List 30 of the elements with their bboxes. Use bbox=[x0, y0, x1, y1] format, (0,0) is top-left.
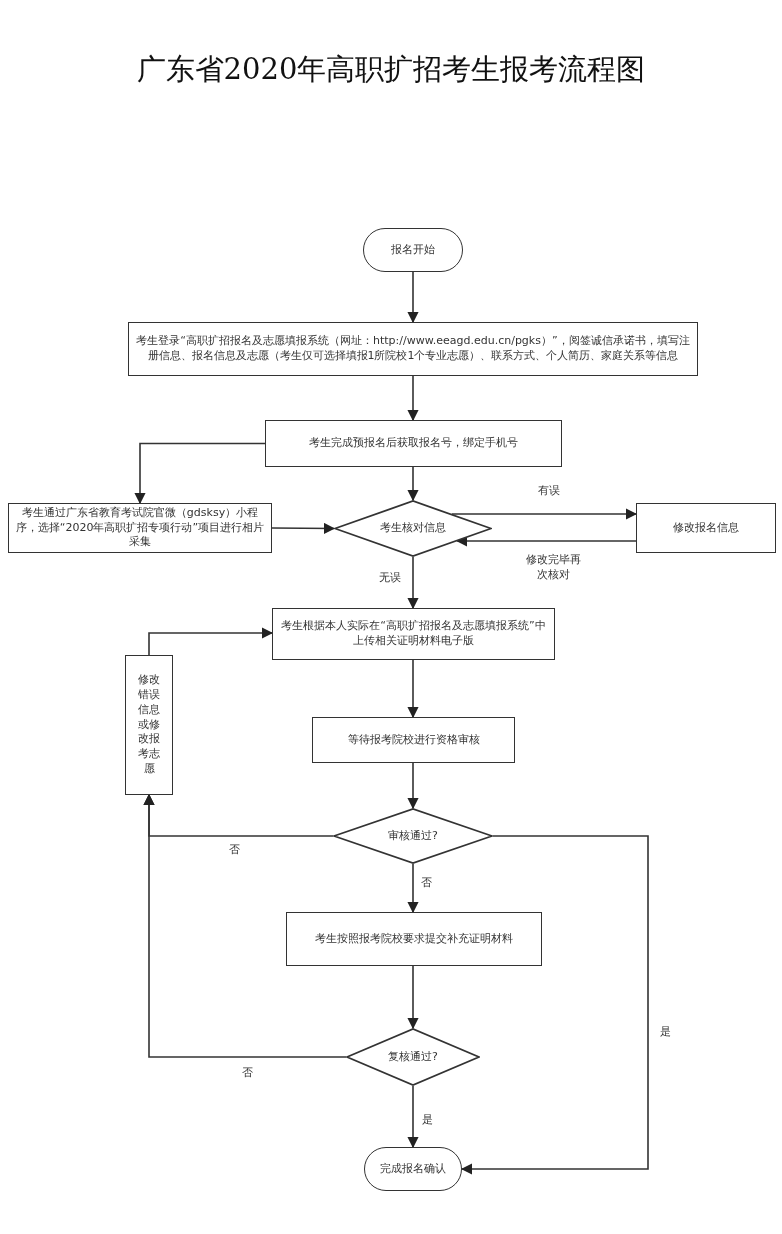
decision-diamond: 审核通过? bbox=[333, 808, 493, 864]
arrow bbox=[407, 762, 419, 810]
edge-label: 修改完毕再次核对 bbox=[524, 552, 582, 583]
terminal-box: 报名开始 bbox=[363, 228, 463, 272]
arrow bbox=[407, 863, 419, 914]
process-box: 修改报名信息 bbox=[636, 503, 776, 553]
arrow bbox=[407, 556, 419, 610]
process-box: 考生根据本人实际在“高职扩招报名及志愿填报系统”中上传相关证明材料电子版 bbox=[272, 608, 555, 660]
decision-diamond: 考生核对信息 bbox=[334, 500, 492, 557]
arrow bbox=[407, 375, 419, 422]
process-box: 等待报考院校进行资格审核 bbox=[312, 717, 515, 763]
process-box: 考生按照报考院校要求提交补充证明材料 bbox=[286, 912, 542, 966]
arrow bbox=[134, 442, 266, 505]
arrow bbox=[451, 508, 638, 520]
arrow bbox=[143, 793, 347, 1058]
arrow bbox=[407, 466, 419, 502]
process-box: 考生通过广东省教育考试院官微（gdsksy）小程序，选择“2020年高职扩招专项行动”项目进行相片采集 bbox=[8, 503, 272, 553]
arrow bbox=[407, 271, 419, 324]
arrow bbox=[407, 659, 419, 719]
process-box: 考生完成预报名后获取报名号，绑定手机号 bbox=[265, 420, 562, 467]
arrow bbox=[407, 965, 419, 1030]
process-box: 修改错误信息或修改报考志愿 bbox=[125, 655, 173, 795]
diagram-title: 广东省2020年高职扩招考生报考流程图 bbox=[135, 51, 647, 88]
terminal-box: 完成报名确认 bbox=[364, 1147, 462, 1191]
decision-diamond: 复核通过? bbox=[346, 1028, 480, 1086]
process-box: 考生登录“高职扩招报名及志愿填报系统（网址：http://www.eeagd.edu.cn/pgks）”，阅签诚信承诺书，填写注册信息、报名信息及志愿（考生仅可选择填报1所院校1个专业志愿）、联系方式、个人简历、家庭关系等信息 bbox=[128, 322, 698, 376]
arrow bbox=[407, 1085, 419, 1149]
arrow bbox=[460, 835, 649, 1175]
arrow bbox=[148, 627, 274, 656]
arrow bbox=[271, 522, 336, 534]
